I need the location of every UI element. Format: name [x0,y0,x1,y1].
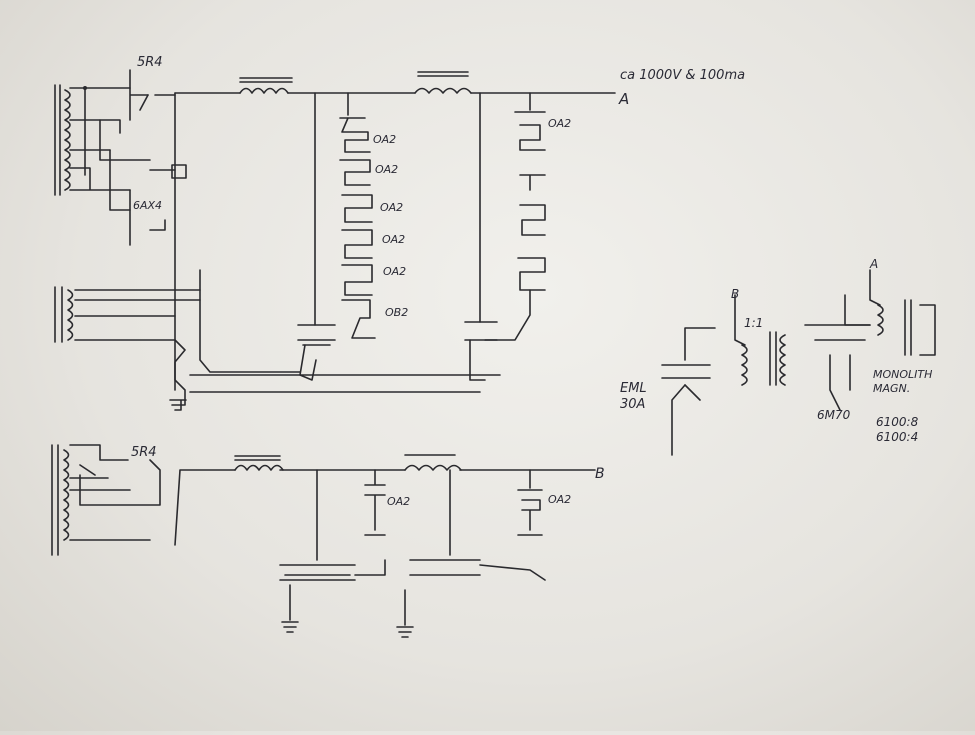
power-transformer-top [54,84,151,211]
vr-stack-right [484,92,546,341]
filament-transformer [54,286,201,411]
top-supply: 5R4 6AX4 ca 1000V & 100ma A OA2 OA2 OA2 [54,55,745,411]
label-ratio-1to1: 1:1 [744,316,763,330]
top-filter-caps [189,269,501,393]
bottom-bplus-rail [174,454,596,638]
label-tube-eml-30a: 30A [620,397,645,412]
power-transformer-bottom [51,444,161,556]
label-tube-6m70: 6M70 [817,408,851,422]
label-6ax4: 6AX4 [133,199,162,212]
vr-tube-stack [339,92,376,339]
label-vr-6: OB2 [385,306,408,319]
label-vr-b2: OA2 [548,493,571,506]
label-ratio-6100-4: 6100:4 [876,430,918,444]
label-5r4-bottom: 5R4 [131,445,157,460]
label-node-b-right: B [731,287,739,301]
label-vr-3: OA2 [380,201,403,214]
label-tube-eml: EML [620,381,647,396]
label-ratio-6100-8: 6100:8 [876,415,919,429]
label-output-a: ca 1000V & 100ma [620,68,745,83]
label-vr-2: OA2 [375,163,398,176]
output-tube-6m70 [804,269,936,411]
label-5r4-top: 5R4 [137,55,163,70]
label-vr-right: OA2 [548,117,571,130]
label-vr-4: OA2 [382,233,405,246]
label-vr-b1: OA2 [387,495,410,508]
bottom-supply: 5R4 OA2 OA2 B [51,444,605,638]
label-vr-1: OA2 [373,133,396,146]
label-node-a: A [618,90,629,108]
rectifier-5r4-top [129,69,187,406]
label-node-b: B [595,466,605,482]
output-transformer-1to1 [661,294,786,456]
label-node-a-right: A [869,257,878,271]
label-mono-2: MAGN. [873,382,910,395]
top-bplus-rail [174,71,616,326]
label-vr-5: OA2 [383,265,406,278]
label-mono-1: MONOLITH [873,368,932,381]
output-stage: B 1:1 A EML 30A 6M70 MONOLITH MAGN. 6100… [620,257,936,456]
